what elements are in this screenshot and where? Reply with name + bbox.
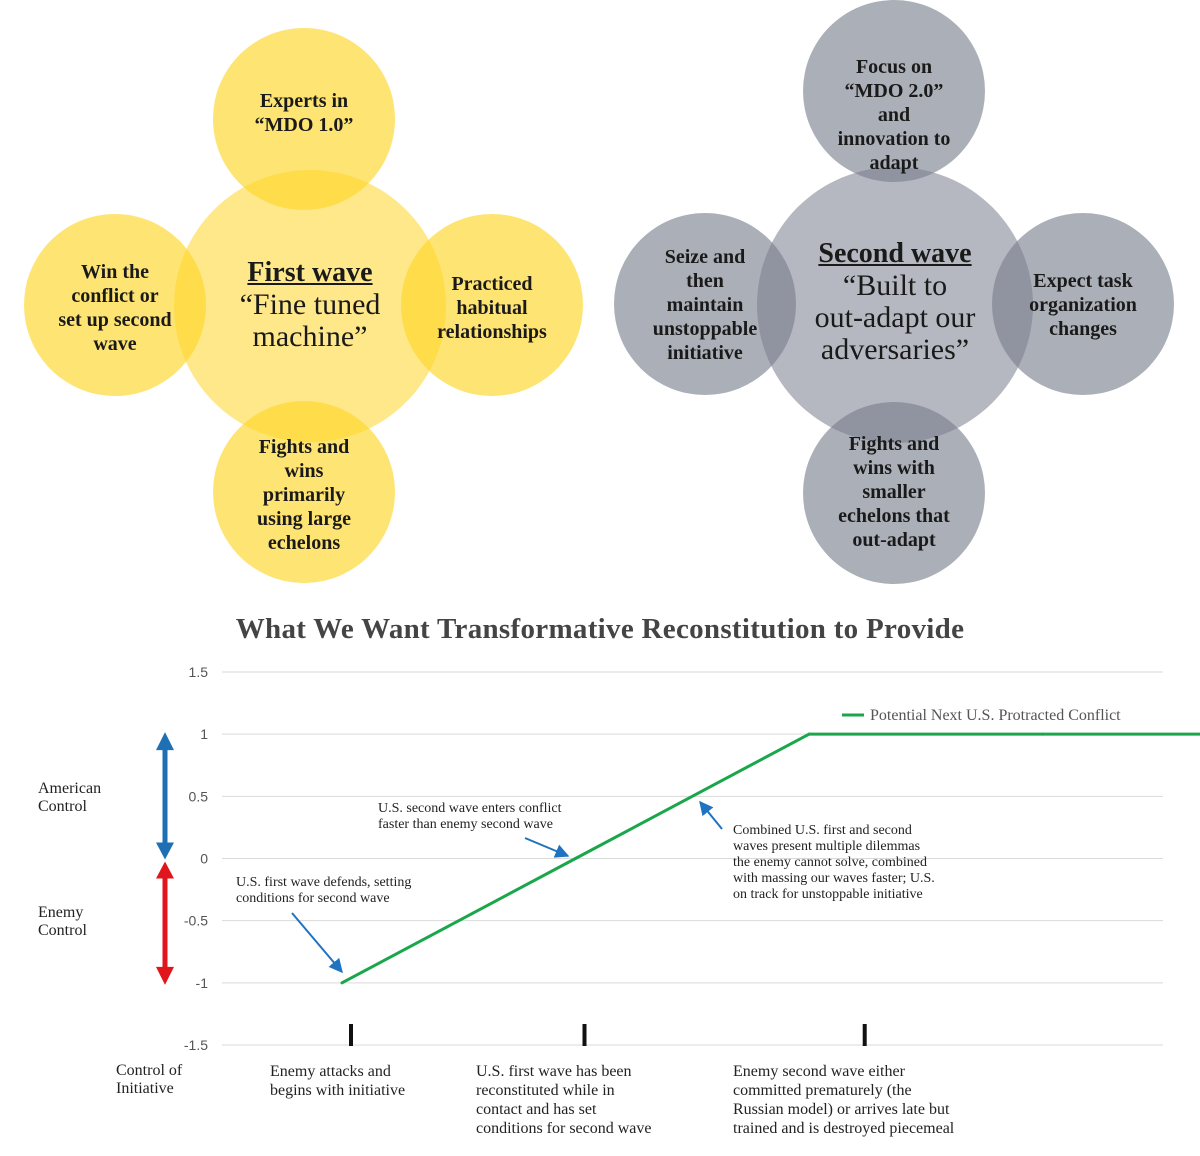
first-wave-title: First wave xyxy=(247,257,373,288)
annotation-arrow-first-defends xyxy=(291,912,343,974)
y-tick-label: -0.5 xyxy=(184,913,208,929)
y-tick-label: -1 xyxy=(196,975,209,991)
y-axis-ticks: -1.5 -1 -0.5 0 0.5 1 1.5 xyxy=(184,664,208,1053)
second-wave-core-circle xyxy=(757,167,1033,443)
annotation-combined-waves: Combined U.S. first and second waves pre… xyxy=(733,823,935,902)
american-control-arrow-head-up xyxy=(156,732,174,751)
enemy-control-arrow-head-up xyxy=(156,861,174,879)
second-wave-top-circle xyxy=(803,0,985,182)
second-wave-core-text: Second wave “Built to out-adapt our adve… xyxy=(775,232,1015,372)
second-wave-bottom-text: Fights and wins with smaller echelons th… xyxy=(838,433,950,551)
first-wave-top-text: Experts in “MDO 1.0” xyxy=(254,90,354,136)
first-wave-subtitle: “Fine tuned machine” xyxy=(239,288,381,353)
control-of-initiative-label: Control of Initiative xyxy=(116,1062,183,1097)
first-wave-diagram: First wave “Fine tuned machine” Experts … xyxy=(0,0,600,600)
annotation-arrow-combined xyxy=(699,800,723,830)
annotation-first-wave-defends: U.S. first wave defends, setting conditi… xyxy=(236,875,412,906)
first-wave-right-circle xyxy=(401,214,583,396)
data-point xyxy=(1041,732,1044,736)
second-wave-top-text: Focus on “MDO 2.0” and innovation to ada… xyxy=(837,56,951,174)
phase-markers xyxy=(349,1024,867,1046)
american-control-arrow-head-down xyxy=(156,842,174,860)
first-wave-core-circle xyxy=(174,170,446,442)
series-layer xyxy=(340,732,1200,985)
second-wave-right-text: Expect task organization changes xyxy=(1029,270,1137,340)
first-wave-left-text: Win the conflict or set up second wave xyxy=(58,260,172,355)
american-control-label: American Control xyxy=(38,780,102,815)
enemy-control-label: Enemy Control xyxy=(38,904,87,939)
first-wave-top-circle xyxy=(213,28,395,210)
first-wave-right-text: Practiced habitual relationships xyxy=(437,273,547,343)
second-wave-left-circle xyxy=(614,213,796,395)
second-wave-left-text: Seize and then maintain unstoppable init… xyxy=(652,246,758,364)
y-tick-label: -1.5 xyxy=(184,1037,208,1053)
first-wave-core-text: First wave “Fine tuned machine” xyxy=(194,230,426,380)
annotation-second-wave-enters: U.S. second wave enters conflict faster … xyxy=(378,801,562,832)
legend: Potential Next U.S. Protracted Conflict xyxy=(842,707,1121,724)
data-point xyxy=(807,732,811,736)
second-wave-title: Second wave xyxy=(818,238,972,269)
y-tick-label: 0.5 xyxy=(189,788,209,804)
second-wave-right-circle xyxy=(992,213,1174,395)
second-wave-diagram: Second wave “Built to out-adapt our adve… xyxy=(600,0,1200,600)
phase-label-2: U.S. first wave has been reconstituted w… xyxy=(476,1063,652,1137)
annotation-arrows xyxy=(291,800,723,974)
y-tick-label: 1 xyxy=(200,726,208,742)
data-point xyxy=(574,857,577,860)
legend-label: Potential Next U.S. Protracted Conflict xyxy=(870,707,1121,724)
phase-label-3: Enemy second wave either committed prema… xyxy=(733,1063,955,1137)
enemy-control-arrow-head-down xyxy=(156,966,174,985)
first-wave-bottom-circle xyxy=(213,401,395,583)
first-wave-bottom-text: Fights and wins primarily using large ec… xyxy=(257,436,351,554)
control-arrows xyxy=(156,732,174,985)
chart-title: What We Want Transformative Reconstituti… xyxy=(235,613,965,645)
y-tick-label: 1.5 xyxy=(189,664,209,680)
first-wave-left-circle xyxy=(24,214,206,396)
second-wave-bottom-circle xyxy=(803,402,985,584)
gridlines xyxy=(222,671,1163,1046)
annotation-arrow-second-enters xyxy=(524,837,570,858)
second-wave-subtitle: “Built to out-adapt our adversaries” xyxy=(814,269,976,366)
phase-label-1: Enemy attacks and begins with initiative xyxy=(270,1063,406,1099)
data-point xyxy=(340,981,344,985)
y-tick-label: 0 xyxy=(200,851,208,867)
